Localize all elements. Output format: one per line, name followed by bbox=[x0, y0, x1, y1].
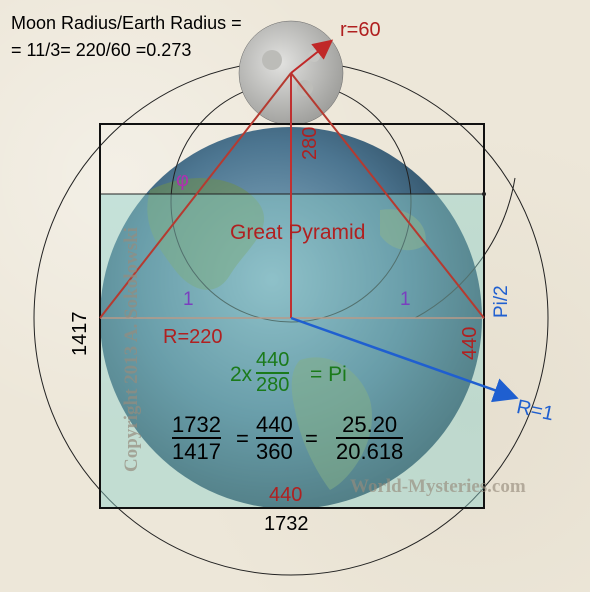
fraction-1-numerator: 1732 bbox=[172, 412, 221, 437]
equals-2: = bbox=[305, 426, 318, 451]
pi-half-label: Pi/2 bbox=[491, 285, 512, 318]
fraction-2-denominator: 360 bbox=[256, 439, 293, 465]
pi-formula-suffix: = Pi bbox=[310, 363, 347, 386]
fraction-3-denominator: 20.618 bbox=[336, 439, 404, 465]
unit-radius-arrow bbox=[290, 316, 519, 403]
right-side-label: 440 bbox=[459, 326, 481, 360]
corner-dot bbox=[482, 192, 486, 196]
fraction-3: 25.20 20.618 bbox=[336, 412, 404, 465]
fraction-1: 1732 1417 bbox=[172, 413, 221, 463]
left-side-label: 1417 bbox=[69, 311, 91, 357]
square-side-label: 1732 bbox=[264, 513, 309, 535]
fraction-3-numerator: 25.20 bbox=[342, 412, 398, 437]
site-watermark: World-Mysteries.com bbox=[350, 476, 526, 497]
one-right-label: 1 bbox=[400, 289, 411, 310]
fraction-2: 440 360 bbox=[256, 413, 293, 463]
moon-radius-label: r=60 bbox=[340, 19, 381, 41]
header-line-1: Moon Radius/Earth Radius = bbox=[11, 13, 242, 33]
phi-label: φ bbox=[176, 169, 189, 191]
fraction-1-denominator: 1417 bbox=[172, 439, 221, 465]
moon-radius-arrow bbox=[290, 39, 334, 74]
fraction-2-numerator: 440 bbox=[256, 412, 293, 437]
pyramid-triangle bbox=[99, 72, 485, 319]
one-left-label: 1 bbox=[183, 289, 194, 310]
equals-1: = bbox=[236, 426, 249, 451]
copyright-watermark: Copyright 2013 A. Sokolowski bbox=[121, 227, 142, 472]
bottom-440-label: 440 bbox=[269, 484, 303, 506]
pi-fraction-denominator: 280 bbox=[256, 374, 290, 396]
height-label: 280 bbox=[299, 126, 321, 160]
header-line-2: = 11/3= 220/60 =0.273 bbox=[11, 40, 192, 60]
pi-formula-prefix: 2x bbox=[230, 363, 253, 386]
pi-fraction-numerator: 440 bbox=[256, 349, 290, 371]
great-pyramid-label: Great Pyramid bbox=[230, 221, 366, 244]
radius-label: R=220 bbox=[163, 326, 223, 348]
pi-fraction: 440 280 bbox=[256, 349, 290, 396]
